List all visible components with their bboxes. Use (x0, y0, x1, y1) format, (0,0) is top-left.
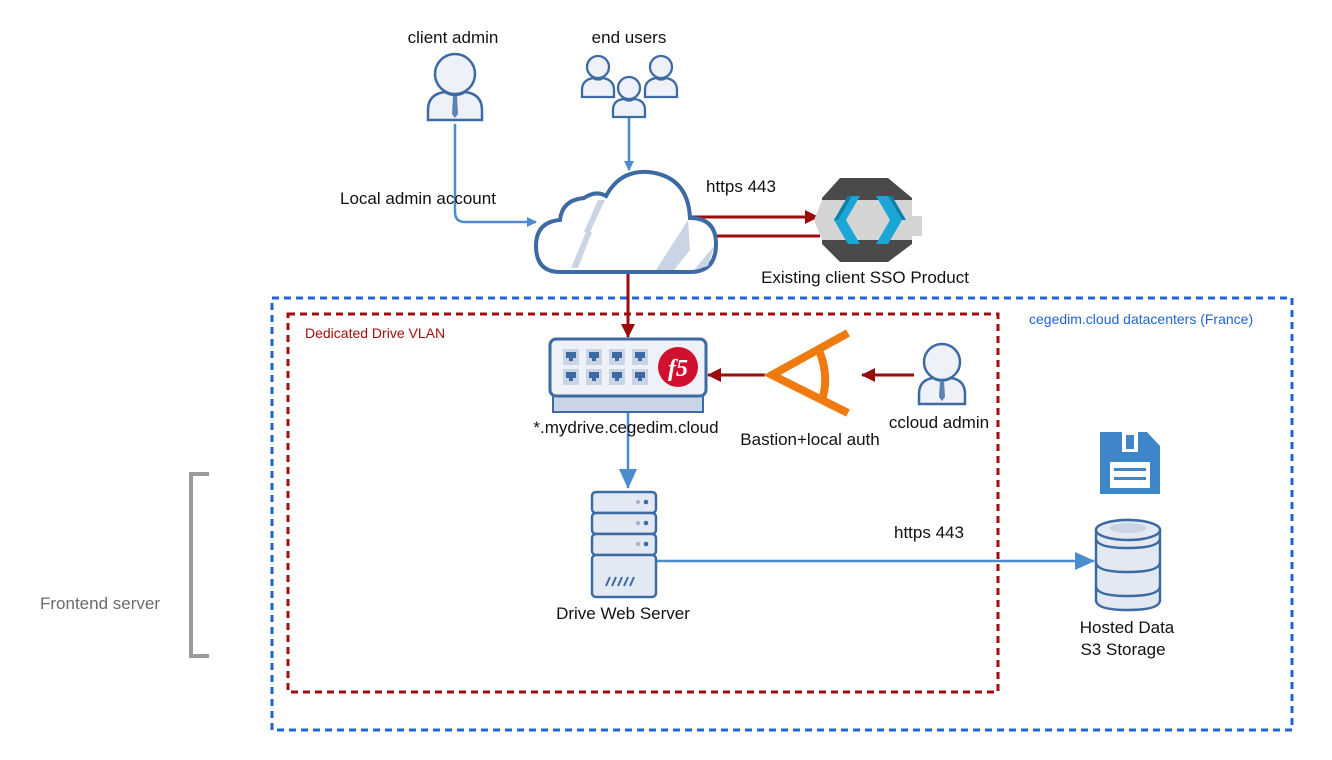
server-rack-icon (590, 490, 658, 599)
bastion-label: Bastion+local auth (740, 430, 880, 449)
vlan-zone (286, 312, 1000, 694)
floppy-disk-icon (1100, 432, 1160, 494)
edge-client-admin-to-cloud (453, 124, 537, 227)
ccloud-admin-label: ccloud admin (888, 413, 990, 432)
sso-product-label: Existing client SSO Product (761, 268, 969, 287)
datacenter-zone (270, 296, 1294, 732)
client-admin-icon (426, 52, 484, 122)
web-server-label: Drive Web Server (556, 604, 690, 623)
end-users-label: end users (591, 28, 667, 47)
bastion-icon (763, 329, 850, 417)
ccloud-admin-icon (917, 342, 967, 406)
f5-badge (658, 347, 698, 387)
storage-label-line2: S3 Storage (1080, 640, 1166, 659)
https-443-sso-label: https 443 (706, 177, 776, 196)
storage-label-line1: Hosted Data (1079, 618, 1175, 637)
load-balancer-label: *.mydrive.cegedim.cloud (533, 418, 719, 437)
end-users-icon (580, 54, 679, 119)
f5-load-balancer-icon: f5 (548, 337, 708, 413)
f5-badge-text: f5 (668, 356, 688, 382)
datacenter-zone-label: cegedim.cloud datacenters (France) (1029, 311, 1254, 327)
database-icon (1094, 518, 1162, 612)
client-admin-label: client admin (407, 28, 499, 47)
local-admin-account-label: Local admin account (340, 189, 496, 208)
frontend-server-label: Frontend server (40, 594, 160, 613)
https-443-storage-label: https 443 (894, 523, 964, 542)
cloud-icon (533, 169, 719, 274)
vlan-zone-label: Dedicated Drive VLAN (305, 325, 446, 341)
frontend-bracket (189, 472, 209, 658)
keycloak-icon (814, 178, 922, 262)
